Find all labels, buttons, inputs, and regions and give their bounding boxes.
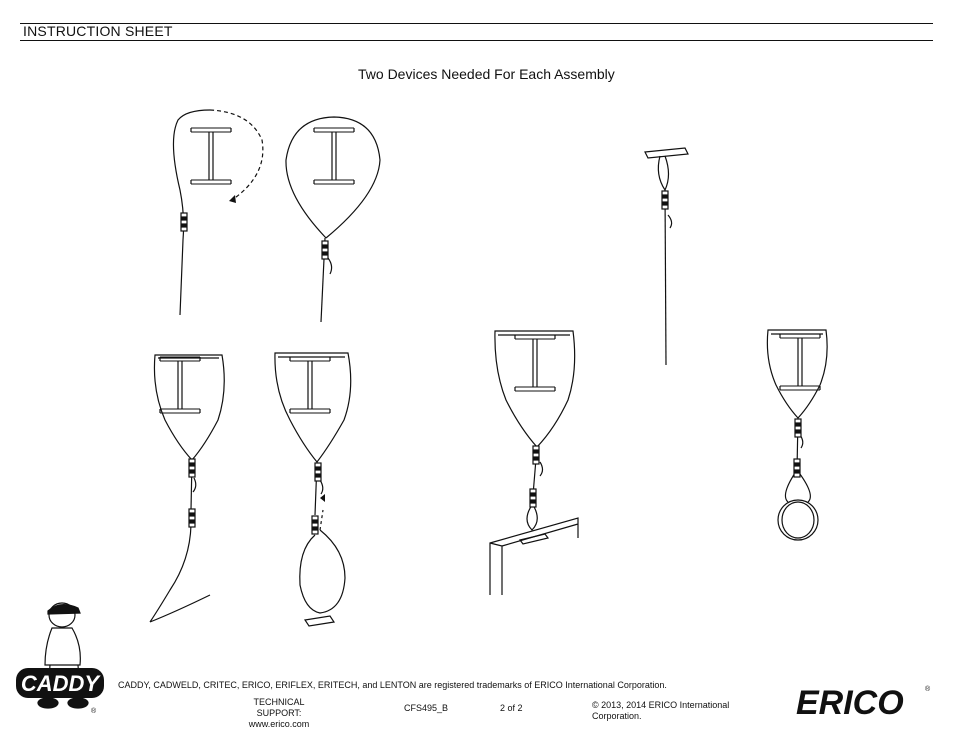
page-subtitle: Two Devices Needed For Each Assembly <box>358 66 615 82</box>
header-bottom-rule <box>20 40 933 41</box>
support-label: TECHNICAL SUPPORT: <box>253 697 305 718</box>
support-url[interactable]: www.erico.com <box>248 719 310 729</box>
erico-registered-mark: ® <box>925 686 931 693</box>
sheet-title: INSTRUCTION SHEET <box>23 23 173 39</box>
figure-loop-step <box>285 116 381 323</box>
figure-beam-tail <box>149 354 225 623</box>
copyright: © 2013, 2014 ERICO International Corpora… <box>592 700 730 721</box>
header-top-rule <box>20 23 933 24</box>
figure-beam-to-structure <box>489 330 579 595</box>
caddy-registered-mark: ® <box>91 708 97 715</box>
figure-wrap-step <box>172 109 264 316</box>
caddy-logo-text: CADDY <box>21 671 102 696</box>
page-number: 2 of 2 <box>500 703 523 713</box>
technical-support: TECHNICAL SUPPORT: www.erico.com <box>234 697 324 730</box>
trademark-notice: CADDY, CADWELD, CRITEC, ERICO, ERIFLEX, … <box>118 680 667 690</box>
caddy-logo: CADDY <box>16 602 104 709</box>
document-number: CFS495_B <box>404 703 449 713</box>
figure-ceiling-plate <box>644 147 689 366</box>
erico-logo: ERICO <box>796 684 904 722</box>
figure-beam-ring-loop <box>766 329 828 541</box>
figure-beam-lower-loop <box>274 352 352 627</box>
erico-logo-text: ERICO <box>796 684 904 722</box>
